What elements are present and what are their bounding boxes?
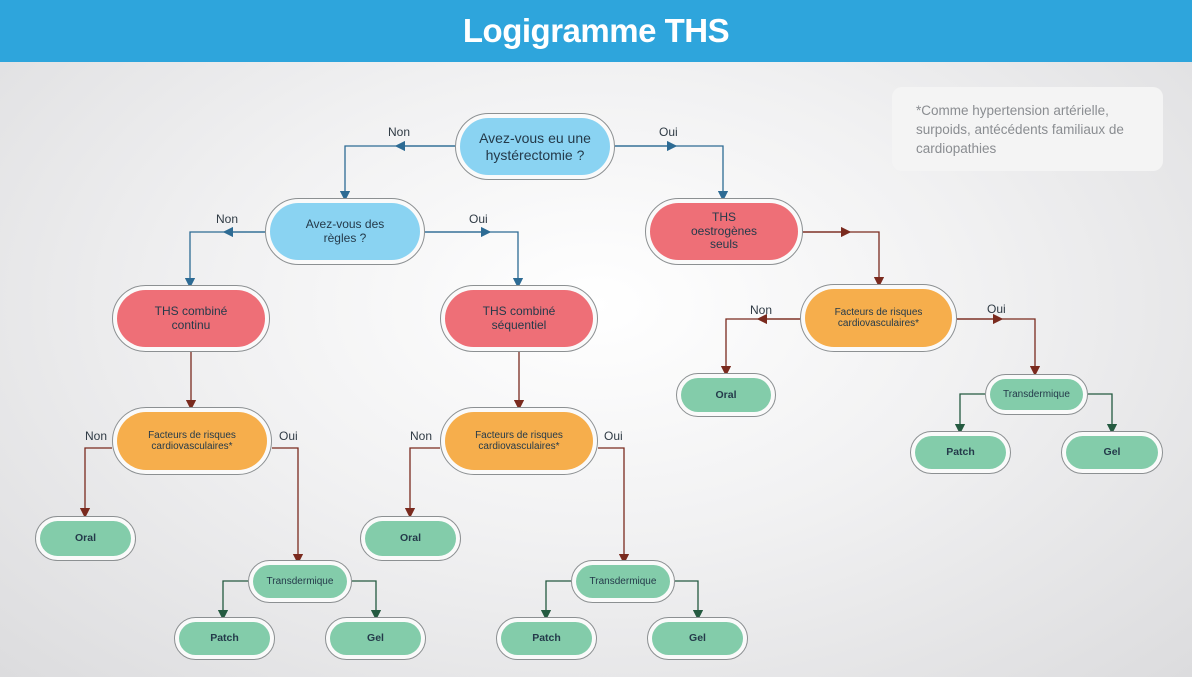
oral-node-mid: Oral xyxy=(360,516,461,561)
question-regles-node: Avez-vous des règles ? xyxy=(265,198,425,265)
oral-label-mid: Oral xyxy=(365,521,456,556)
question-regles-label: Avez-vous des règles ? xyxy=(270,203,420,260)
ths-oestrogenes-label: THS oestrogènes seuls xyxy=(650,203,798,260)
gel-label-left: Gel xyxy=(330,622,421,655)
label-oui-risques-mid: Oui xyxy=(604,429,623,443)
gel-node-right: Gel xyxy=(1061,431,1163,474)
ths-sequentiel-node: THS combiné séquentiel xyxy=(440,285,598,352)
gel-node-mid: Gel xyxy=(647,617,748,660)
label-non-risques-left: Non xyxy=(85,429,108,443)
label-oui-risques-left: Oui xyxy=(279,429,298,443)
header-bar: Logigramme THS xyxy=(0,0,1192,62)
transdermique-node-mid: Transdermique xyxy=(571,560,675,603)
oral-node-left: Oral xyxy=(35,516,136,561)
transdermique-label-mid: Transdermique xyxy=(576,565,670,598)
risques-node-right: Facteurs de risques cardiovasculaires* xyxy=(800,284,957,352)
ths-oestrogenes-node: THS oestrogènes seuls xyxy=(645,198,803,265)
transdermique-label-right: Transdermique xyxy=(990,379,1083,410)
risques-label-mid: Facteurs de risques cardiovasculaires* xyxy=(445,412,593,470)
ths-continu-label: THS combiné continu xyxy=(117,290,265,347)
risques-label-left: Facteurs de risques cardiovasculaires* xyxy=(117,412,267,470)
patch-label-left: Patch xyxy=(179,622,270,655)
label-non-risques-mid: Non xyxy=(410,429,433,443)
question-hysterectomie-label: Avez-vous eu une hystérectomie ? xyxy=(460,118,610,175)
label-oui-hysterectomie: Oui xyxy=(659,125,678,139)
gel-label-right: Gel xyxy=(1066,436,1158,469)
gel-label-mid: Gel xyxy=(652,622,743,655)
patch-node-right: Patch xyxy=(910,431,1011,474)
label-non-risques-right: Non xyxy=(750,303,773,317)
risques-label-right: Facteurs de risques cardiovasculaires* xyxy=(805,289,952,347)
ths-sequentiel-label: THS combiné séquentiel xyxy=(445,290,593,347)
footnote-box: *Comme hypertension artérielle, surpoids… xyxy=(892,87,1163,171)
oral-label-right: Oral xyxy=(681,378,771,412)
question-hysterectomie-node: Avez-vous eu une hystérectomie ? xyxy=(455,113,615,180)
patch-node-mid: Patch xyxy=(496,617,597,660)
risques-node-mid: Facteurs de risques cardiovasculaires* xyxy=(440,407,598,475)
oral-label-left: Oral xyxy=(40,521,131,556)
transdermique-node-right: Transdermique xyxy=(985,374,1088,415)
transdermique-label-left: Transdermique xyxy=(253,565,347,598)
transdermique-node-left: Transdermique xyxy=(248,560,352,603)
patch-node-left: Patch xyxy=(174,617,275,660)
label-non-regles: Non xyxy=(216,212,239,226)
gel-node-left: Gel xyxy=(325,617,426,660)
risques-node-left: Facteurs de risques cardiovasculaires* xyxy=(112,407,272,475)
ths-continu-node: THS combiné continu xyxy=(112,285,270,352)
label-oui-risques-right: Oui xyxy=(987,302,1006,316)
patch-label-right: Patch xyxy=(915,436,1006,469)
label-non-hysterectomie: Non xyxy=(388,125,411,139)
label-oui-regles: Oui xyxy=(469,212,488,226)
patch-label-mid: Patch xyxy=(501,622,592,655)
page-title: Logigramme THS xyxy=(462,12,730,49)
oral-node-right: Oral xyxy=(676,373,776,417)
